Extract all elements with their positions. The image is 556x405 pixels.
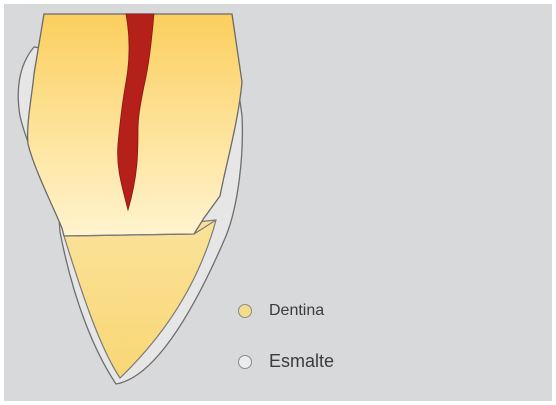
diagram-canvas: Dentina Esmalte xyxy=(4,4,552,401)
tooth-diagram xyxy=(4,4,552,401)
legend-label-dentina: Dentina xyxy=(269,302,324,320)
legend-item-esmalte: Esmalte xyxy=(238,351,334,372)
legend-item-dentina: Dentina xyxy=(238,302,324,320)
legend-label-esmalte: Esmalte xyxy=(269,351,334,372)
circle-icon xyxy=(238,304,252,318)
circle-icon xyxy=(238,355,252,369)
